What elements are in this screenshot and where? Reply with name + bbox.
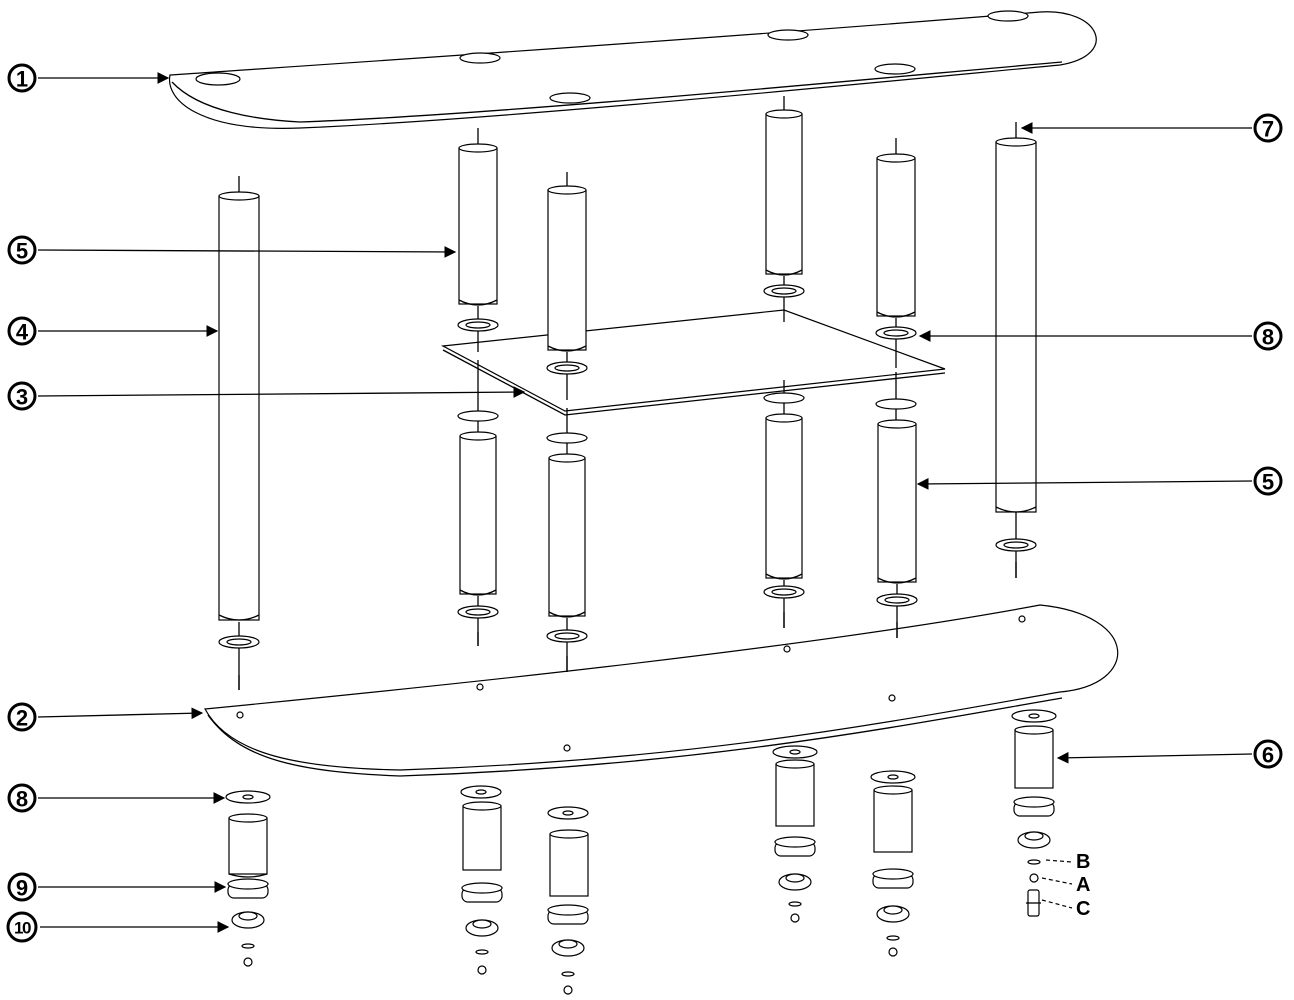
callout-8-lower-label: 8 bbox=[16, 787, 28, 812]
callout-1-label: 1 bbox=[16, 67, 28, 92]
callout-5-lower-label: 5 bbox=[1262, 470, 1274, 495]
callout-7-label: 7 bbox=[1262, 117, 1274, 142]
short-poles-lower bbox=[457, 360, 918, 672]
callout-3-label: 3 bbox=[16, 385, 28, 410]
tall-pole-right bbox=[995, 122, 1037, 578]
bottom-shelf bbox=[204, 604, 1119, 777]
letter-c-label: C bbox=[1076, 898, 1090, 920]
callout-8-upper: 8 bbox=[1253, 321, 1283, 351]
callout-4-label: 4 bbox=[16, 320, 29, 345]
callout-6-label: 6 bbox=[1262, 743, 1274, 768]
callout-8-lower: 8 bbox=[7, 783, 37, 813]
callout-7: 7 bbox=[1253, 113, 1283, 143]
feet-assemblies bbox=[225, 709, 1057, 995]
callout-5-upper: 5 bbox=[7, 235, 37, 265]
callout-3: 3 bbox=[7, 381, 37, 411]
callout-2-label: 2 bbox=[16, 706, 28, 731]
callout-8-upper-label: 8 bbox=[1262, 325, 1274, 350]
callout-9-label: 9 bbox=[16, 876, 28, 901]
middle-shelf bbox=[440, 309, 946, 416]
callout-5-lower: 5 bbox=[1253, 466, 1283, 496]
short-poles-upper bbox=[457, 96, 917, 400]
callout-9: 9 bbox=[7, 872, 37, 902]
callout-10-label: 10 bbox=[14, 919, 31, 938]
callout-2: 2 bbox=[7, 702, 37, 732]
leader-lines bbox=[37, 72, 1253, 933]
letter-b-label: B bbox=[1076, 851, 1090, 873]
tall-pole-left bbox=[218, 176, 260, 690]
letter-a-label: A bbox=[1076, 874, 1090, 896]
callout-10: 10 bbox=[6, 911, 38, 943]
callout-5-upper-label: 5 bbox=[16, 239, 28, 264]
callout-6: 6 bbox=[1253, 739, 1283, 769]
top-shelf bbox=[168, 10, 1097, 129]
callout-1: 1 bbox=[7, 63, 37, 93]
callout-4: 4 bbox=[7, 316, 37, 346]
